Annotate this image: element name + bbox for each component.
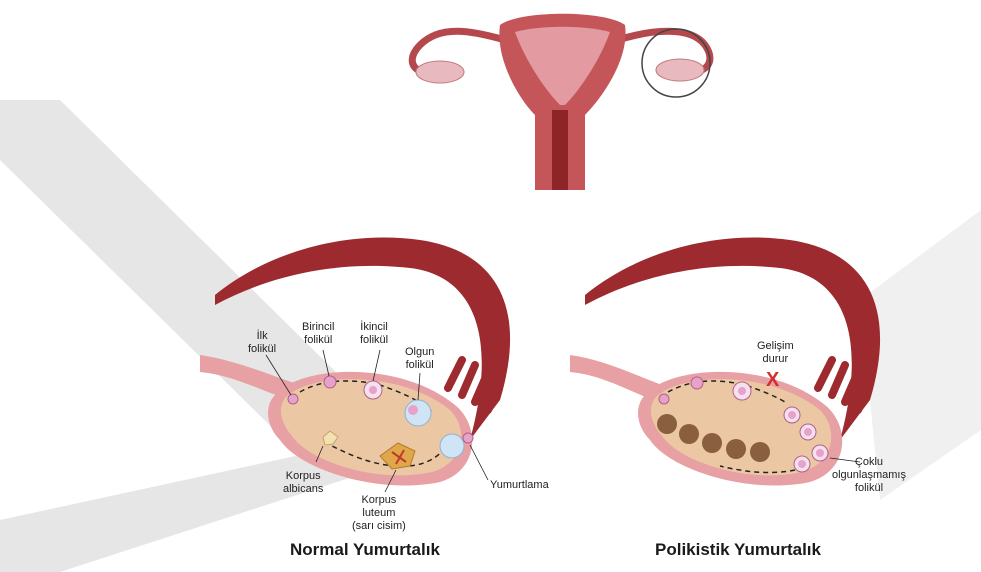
uterus-illustration: [412, 14, 710, 190]
stop-x-mark: X: [766, 370, 779, 390]
cyst: [679, 424, 699, 444]
primary-follicle: [324, 376, 336, 388]
left-ovary: [416, 61, 464, 83]
primordial-follicle: [288, 394, 298, 404]
caption-normal-ovary: Normal Yumurtalık: [290, 540, 440, 560]
cyst: [750, 442, 770, 462]
label-ovulation: Yumurtlama: [490, 479, 549, 492]
cervix-canal: [552, 110, 568, 190]
cyst: [657, 414, 677, 434]
ovulating-follicle: [440, 434, 464, 458]
mature-follicle: [405, 400, 431, 426]
right-ovary: [656, 59, 704, 81]
cyst: [726, 439, 746, 459]
cyst: [702, 433, 722, 453]
caption-polycystic-ovary: Polikistik Yumurtalık: [655, 540, 821, 560]
polycystic-ovary-diagram: [570, 237, 880, 485]
